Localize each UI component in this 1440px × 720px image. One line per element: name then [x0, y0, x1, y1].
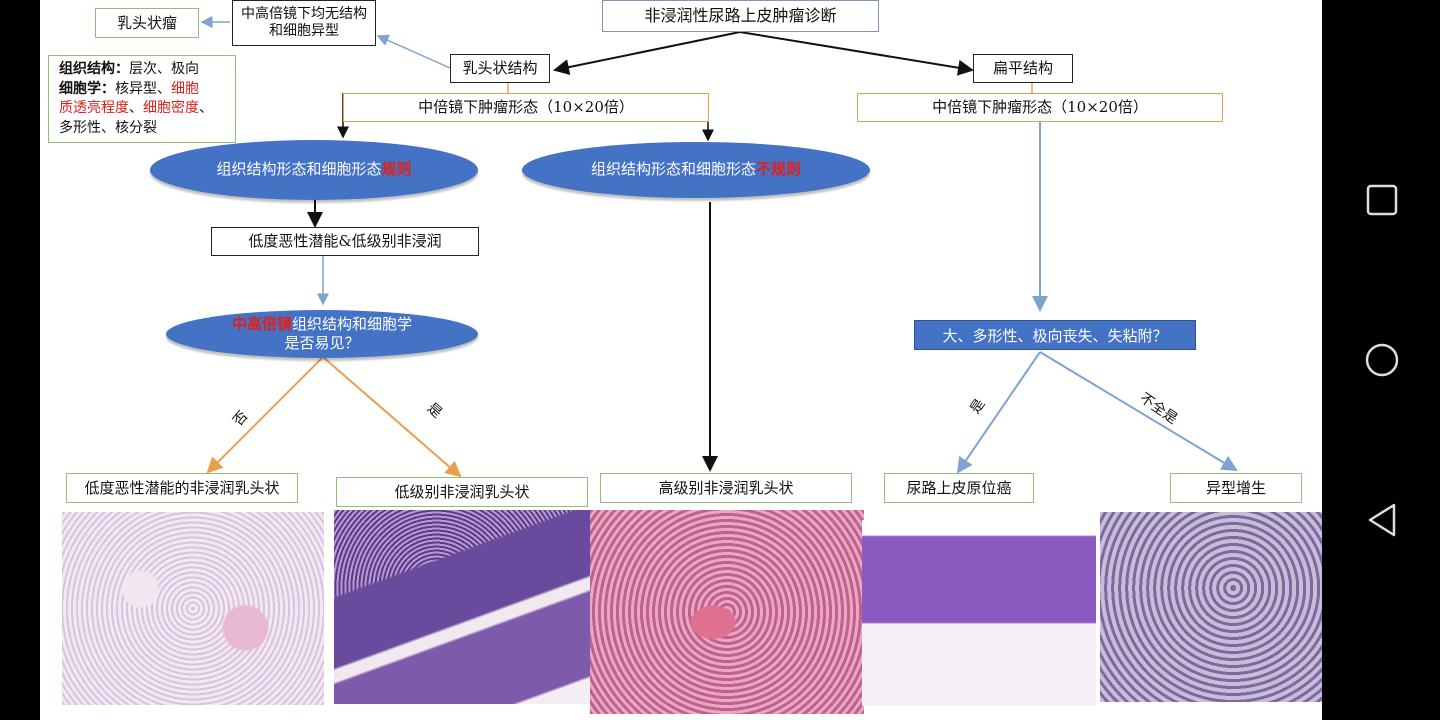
criteria-clarity: 质透亮程度: [59, 100, 129, 116]
regular-ellipse: 组织结构形态和细胞形态规则: [150, 140, 478, 200]
histology-image-highgrade: [590, 510, 864, 714]
outcome-dysplasia-label: 异型增生: [1205, 478, 1266, 497]
criteria-cytology-label: 细胞学：: [59, 80, 115, 97]
arrow-flatq-dysplasia: [1039, 351, 1238, 472]
histology-image-dysplasia: [1100, 512, 1322, 702]
question-red: 中高倍镜: [231, 314, 292, 333]
outcome-lowgrade-box: 低级别非浸润乳头状: [336, 477, 588, 507]
diagram-title: 非浸润性尿路上皮肿瘤诊断: [644, 6, 837, 25]
criteria-structure-label: 组织结构：: [59, 61, 129, 77]
criteria-density: 细胞密度: [143, 100, 199, 116]
histology-image-plump: [62, 512, 324, 705]
recent-apps-icon[interactable]: [1366, 184, 1398, 216]
question-line-1: 中高倍镜组织结构和细胞学: [232, 315, 412, 335]
medium-mag-left-box: 中倍镜下肿瘤形态（10×20倍）: [343, 93, 709, 122]
irregular-text: 组织结构形态和细胞形态: [590, 160, 756, 179]
outcome-cis-box: 尿路上皮原位癌: [884, 473, 1034, 503]
irregular-red: 不规则: [756, 160, 802, 179]
no-atypia-label: 中高倍镜下均无结构和细胞异型: [241, 5, 367, 40]
histology-image-lowgrade: [334, 510, 590, 704]
question-text: 组织结构和细胞学: [292, 314, 413, 333]
criteria-line-2: 细胞学：核异型、细胞: [59, 80, 225, 100]
outcome-highgrade-label: 高级别非浸润乳头状: [658, 478, 794, 497]
title-box: 非浸润性尿路上皮肿瘤诊断: [602, 0, 879, 32]
arrow-papillary-noatypia: [376, 34, 451, 69]
arrow-question-no: [206, 356, 324, 474]
arrow-title-papillary: [553, 31, 741, 76]
papillary-structure-label: 乳头状结构: [462, 59, 538, 78]
android-navbar: [1322, 0, 1440, 720]
outcome-cis-label: 尿路上皮原位癌: [906, 478, 1012, 497]
outcome-lowgrade-label: 低级别非浸润乳头状: [394, 482, 530, 501]
question-line-2: 是否易见？: [284, 334, 360, 352]
outcome-dysplasia-box: 异型增生: [1170, 473, 1302, 503]
flat-question-label: 大、多形性、极向丧失、失粘附？: [942, 326, 1168, 345]
arrow-question-yes: [322, 356, 462, 478]
flat-structure-box: 扁平结构: [973, 54, 1073, 83]
histology-image-cis: [862, 520, 1096, 706]
criteria-structure-text: 层次、极向: [129, 61, 199, 77]
criteria-cytology-text: 核异型、: [115, 80, 171, 97]
papilloma-label: 乳头状瘤: [116, 13, 177, 32]
criteria-line-1: 组织结构：层次、极向: [59, 60, 225, 80]
outcome-plump-box: 低度恶性潜能的非浸润乳头状: [66, 473, 298, 503]
question-ellipse: 中高倍镜组织结构和细胞学 是否易见？: [166, 310, 478, 358]
low-potential-box: 低度恶性潜能&低级别非浸润: [211, 227, 479, 256]
papilloma-box: 乳头状瘤: [95, 8, 199, 38]
criteria-line-4: 多形性、核分裂: [59, 119, 157, 136]
back-icon[interactable]: [1366, 502, 1398, 538]
slide: 乳头状瘤 中高倍镜下均无结构和细胞异型 非浸润性尿路上皮肿瘤诊断 乳头状结构 扁…: [40, 0, 1322, 720]
regular-text: 组织结构形态和细胞形态: [216, 160, 382, 179]
arrow-flatq-cis: [956, 351, 1041, 474]
irregular-ellipse: 组织结构形态和细胞形态不规则: [522, 142, 870, 198]
medium-mag-left-label: 中倍镜下肿瘤形态（10×20倍）: [418, 98, 634, 117]
criteria-end: 、: [199, 100, 213, 116]
flat-question-box: 大、多形性、极向丧失、失粘附？: [914, 320, 1196, 350]
arrow-title-flat: [739, 31, 974, 76]
outcome-plump-label: 低度恶性潜能的非浸润乳头状: [84, 478, 280, 497]
home-icon[interactable]: [1364, 342, 1400, 378]
criteria-box: 组织结构：层次、极向 细胞学：核异型、细胞 质透亮程度、细胞密度、 多形性、核分…: [48, 55, 236, 143]
no-atypia-box: 中高倍镜下均无结构和细胞异型: [232, 0, 376, 46]
medium-mag-right-box: 中倍镜下肿瘤形态（10×20倍）: [857, 93, 1223, 122]
medium-mag-right-label: 中倍镜下肿瘤形态（10×20倍）: [932, 98, 1148, 117]
criteria-line-3: 质透亮程度、细胞密度、: [59, 99, 225, 119]
flat-structure-label: 扁平结构: [992, 59, 1053, 78]
low-potential-label: 低度恶性潜能&低级别非浸润: [248, 232, 442, 251]
outcome-highgrade-box: 高级别非浸润乳头状: [600, 473, 852, 503]
criteria-sep: 、: [129, 100, 143, 116]
criteria-cytology-red: 细胞: [171, 80, 199, 97]
regular-red: 规则: [381, 160, 412, 179]
papillary-structure-box: 乳头状结构: [450, 54, 550, 83]
